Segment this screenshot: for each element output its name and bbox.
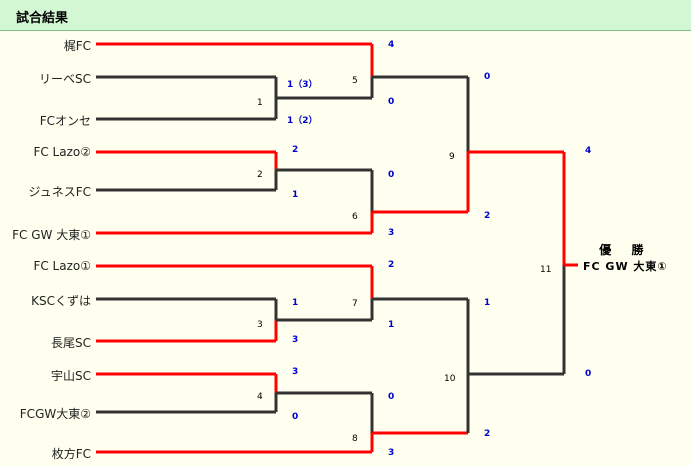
match-number: 7 [352,299,358,309]
team-name: FCオンセ [39,114,91,128]
score: 2 [484,211,491,221]
score: 3 [388,448,395,458]
team-name: リーベSC [39,72,91,86]
score: 2 [388,260,395,270]
match-number: 5 [352,76,358,86]
score: 3 [292,367,299,377]
match-number: 10 [444,374,456,384]
score: 1 [388,320,395,330]
score: 2 [484,429,491,439]
team-name: KSCくずは [31,294,91,308]
score: 1 [292,298,299,308]
header-bar: 試合結果 [0,0,691,31]
score: 0 [292,412,299,422]
match-number: 6 [352,212,358,222]
score: 0 [585,369,592,379]
match-number: 11 [540,265,552,275]
score: 0 [388,392,395,402]
score: 1（3） [287,80,318,90]
score: 0 [388,97,395,107]
bracket-lines [96,42,578,454]
page-title: 試合結果 [16,11,69,26]
match-number: 1 [257,98,263,108]
team-name: 長尾SC [51,336,91,350]
score: 2 [292,145,299,155]
champion-block: 優 勝 FC GW 大東① [583,241,668,274]
match-number: 4 [257,392,263,402]
team-name: FC Lazo② [33,145,91,159]
team-name: ジュネスFC [28,185,91,199]
score: 3 [388,228,395,238]
match-number: 8 [352,434,358,444]
team-name: 宇山SC [51,369,91,383]
match-number: 3 [257,320,263,330]
team-name: 枚方FC [51,447,91,461]
champion-team: FC GW 大東① [583,260,668,273]
champion-label: 優 勝 [599,243,652,257]
score: 4 [388,40,395,50]
match-number: 9 [449,152,455,162]
score: 1 [484,298,491,308]
score: 0 [484,72,491,82]
team-name: FCGW大東② [19,407,91,421]
team-name: 梶FC [63,39,91,53]
score: 1（2） [287,116,318,126]
score: 4 [585,146,592,156]
score: 0 [388,170,395,180]
match-number: 2 [257,170,263,180]
team-name: FC GW 大東① [12,228,91,242]
team-name: FC Lazo① [33,259,91,273]
score: 3 [292,335,299,345]
score: 1 [292,190,299,200]
